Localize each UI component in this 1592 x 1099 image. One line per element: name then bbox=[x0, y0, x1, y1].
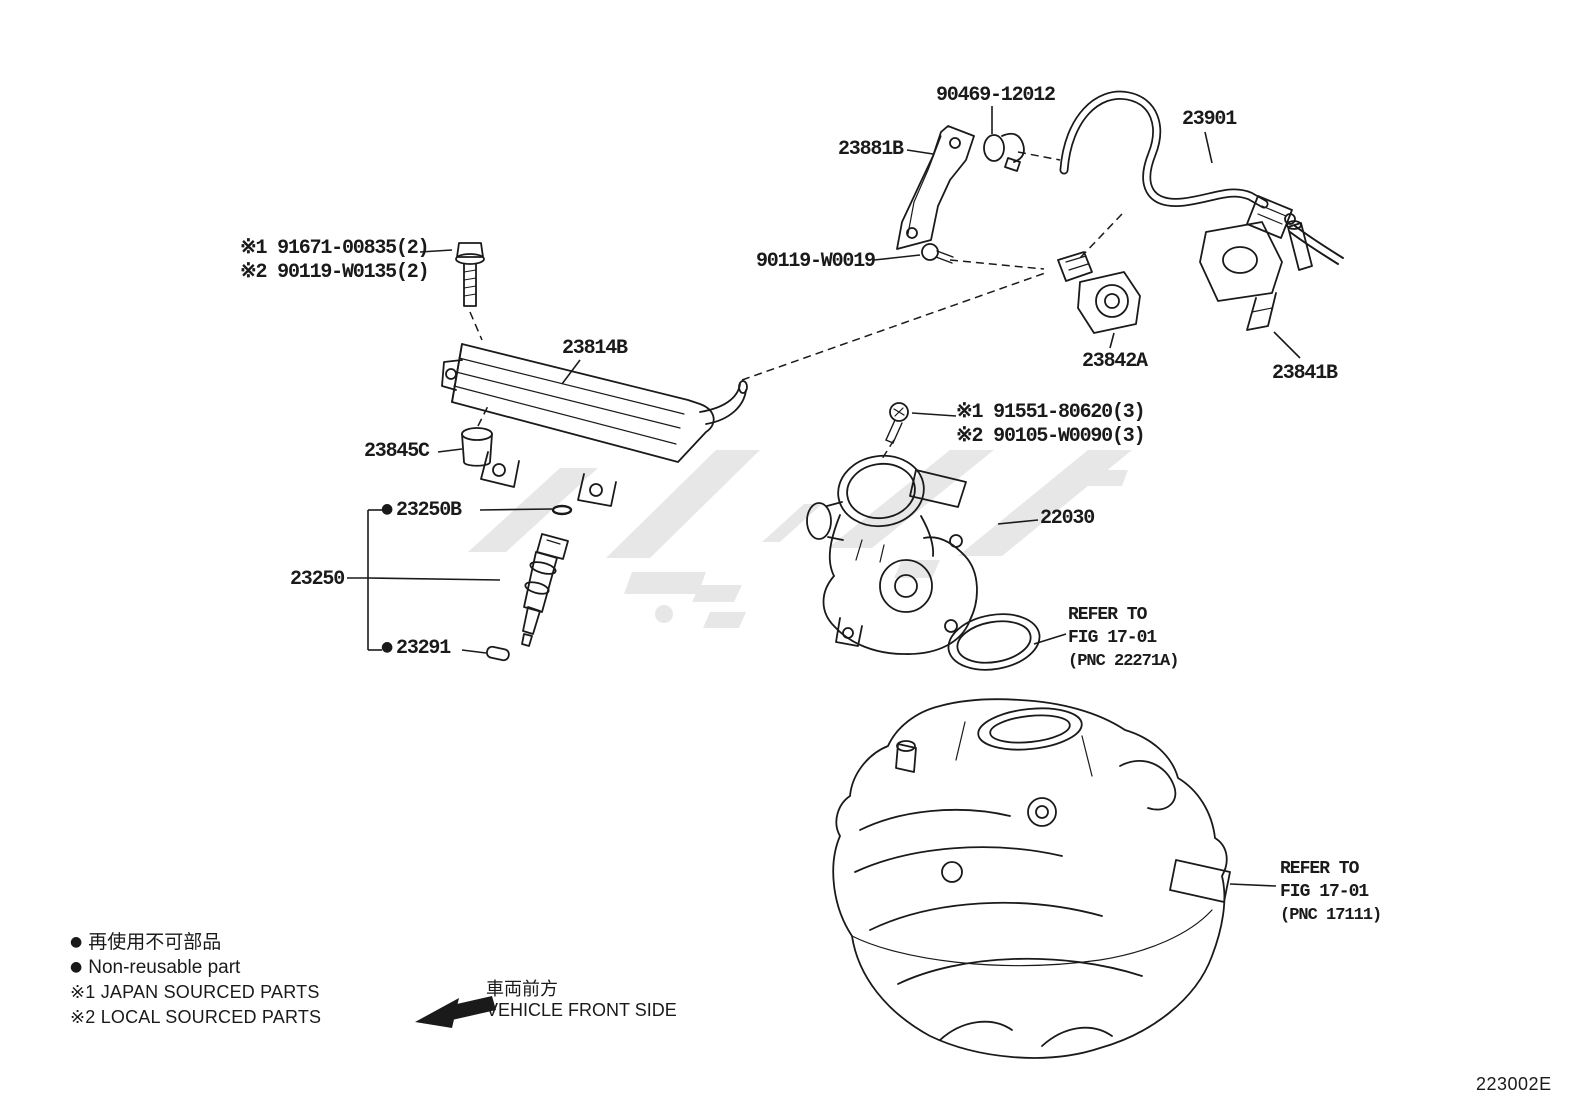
nonreusable-dot-icon: ● bbox=[70, 959, 83, 975]
dashed-leaders bbox=[469, 151, 1123, 463]
fuel-rail-drawing bbox=[441, 343, 748, 507]
label-grommet: ●23291 bbox=[381, 637, 451, 660]
label-screw-alt2: ※2 90105-W0090(3) bbox=[956, 425, 1146, 448]
small-bolt-drawing bbox=[921, 243, 954, 264]
legend-nonreusable-en-text: Non-reusable part bbox=[88, 957, 241, 978]
label-fuel-pipe: 23901 bbox=[1182, 108, 1237, 131]
legend-local-sourced: ※2 LOCAL SOURCED PARTS bbox=[70, 1007, 322, 1027]
front-direction-arrow-icon bbox=[415, 996, 496, 1028]
legend: ● 再使用不可部品 ● Non-reusable part ※1 JAPAN SOU… bbox=[70, 930, 321, 1030]
refer-note-manifold: REFER TO FIG 17-01 (PNC 17111) bbox=[1280, 858, 1382, 927]
oring-drawing bbox=[551, 504, 573, 516]
label-screw-alternates: ※1 91551-80620(3) ※2 90105-W0090(3) bbox=[956, 401, 1146, 449]
insulator-drawing bbox=[461, 427, 493, 467]
label-injector-set: 23250 bbox=[290, 568, 345, 591]
label-bracket: 23881B bbox=[838, 138, 904, 161]
grommet-drawing bbox=[486, 645, 510, 662]
label-throttle-body: 22030 bbox=[1040, 507, 1095, 530]
refer-note-line: (PNC 22271A) bbox=[1068, 652, 1179, 671]
label-screw-alt1: ※1 91551-80620(3) bbox=[956, 401, 1146, 424]
label-bolt-alternates: ※1 91671-00835(2) ※2 90119-W0135(2) bbox=[240, 237, 430, 285]
label-clamp: 90469-12012 bbox=[936, 84, 1056, 107]
legend-nonreusable-en: ● Non-reusable part bbox=[70, 955, 321, 980]
nonreusable-dot-icon: ● bbox=[381, 501, 393, 517]
label-insulator: 23845C bbox=[364, 440, 430, 463]
label-grommet-text: 23291 bbox=[396, 637, 451, 660]
refer-note-gasket: REFER TO FIG 17-01 (PNC 22271A) bbox=[1068, 604, 1179, 673]
figure-code: 223002E bbox=[1476, 1074, 1552, 1094]
intake-manifold-drawing bbox=[832, 698, 1231, 1059]
throttle-body-drawing bbox=[806, 454, 978, 655]
legend-nonreusable-jp: ● 再使用不可部品 bbox=[70, 930, 321, 955]
label-oring: ●23250B bbox=[381, 499, 462, 522]
label-bolt-alt1: ※1 91671-00835(2) bbox=[240, 237, 430, 260]
label-oring-text: 23250B bbox=[396, 499, 462, 522]
refer-note-line: REFER TO bbox=[1068, 605, 1147, 625]
label-vacuum-sensor: 23842A bbox=[1082, 350, 1148, 373]
legend-nonreusable-jp-text: 再使用不可部品 bbox=[88, 932, 222, 953]
refer-note-line: FIG 17-01 bbox=[1068, 628, 1157, 648]
injector-drawing bbox=[521, 533, 569, 647]
parts-drawings bbox=[441, 90, 1344, 1059]
bracket-drawing bbox=[896, 125, 975, 250]
label-pulsation-damper: 23841B bbox=[1272, 362, 1338, 385]
refer-note-line: FIG 17-01 bbox=[1280, 882, 1369, 902]
clamp-drawing bbox=[983, 132, 1025, 172]
leader-lines bbox=[347, 106, 1301, 887]
gasket-drawing bbox=[947, 613, 1041, 671]
refer-note-line: REFER TO bbox=[1280, 859, 1359, 879]
front-marker-en: VEHICLE FRONT SIDE bbox=[486, 1000, 677, 1020]
nonreusable-dot-icon: ● bbox=[70, 934, 83, 950]
legend-japan-sourced: ※1 JAPAN SOURCED PARTS bbox=[70, 982, 320, 1002]
watermark-logo bbox=[468, 450, 1132, 628]
label-bolt-bracket: 90119-W0019 bbox=[756, 250, 876, 273]
fuel-pipe-drawing bbox=[1059, 90, 1344, 265]
screw-drawing bbox=[885, 402, 909, 444]
label-fuel-rail: 23814B bbox=[562, 337, 628, 360]
pulsation-damper-drawing bbox=[1199, 220, 1313, 331]
front-marker-jp: 車両前方 bbox=[486, 979, 558, 999]
label-bolt-alt2: ※2 90119-W0135(2) bbox=[240, 261, 430, 284]
vacuum-sensor-drawing bbox=[1057, 251, 1141, 334]
nonreusable-dot-icon: ● bbox=[381, 639, 393, 655]
refer-note-line: (PNC 17111) bbox=[1280, 906, 1382, 925]
bolt-drawing bbox=[455, 242, 485, 307]
